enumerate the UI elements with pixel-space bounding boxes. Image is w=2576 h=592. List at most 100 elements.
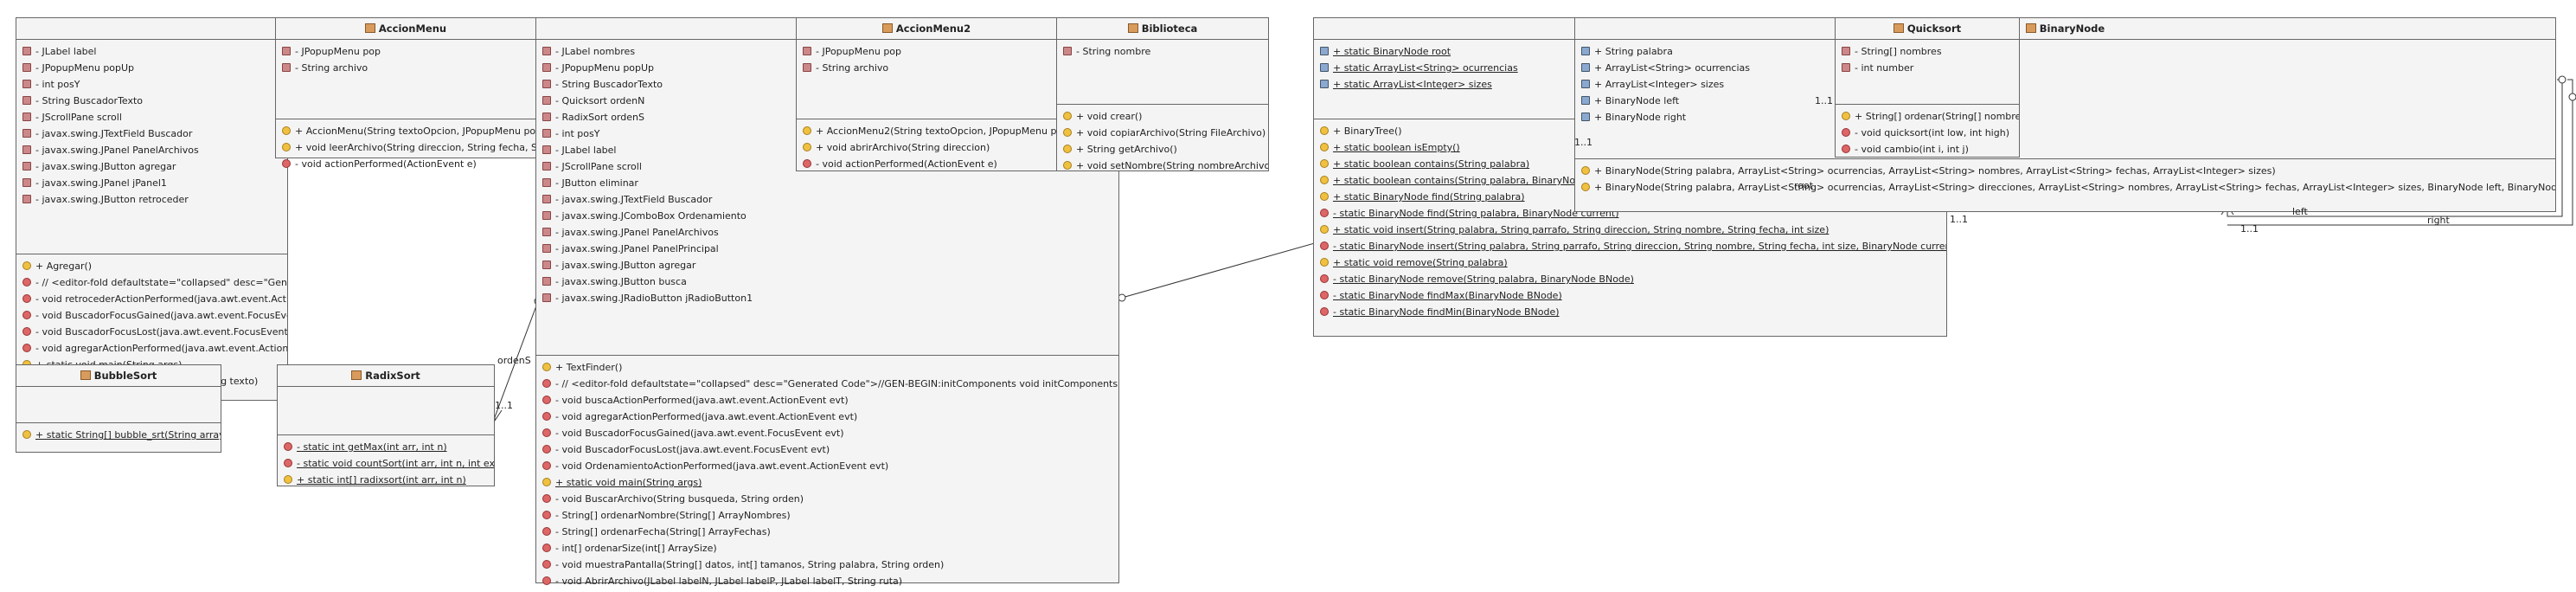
method-row: - void OrdenamientoActionPerformed(java.… bbox=[536, 458, 1118, 474]
method-text: - void agregarActionPerformed(java.awt.e… bbox=[35, 343, 287, 354]
method-icon bbox=[1842, 112, 1850, 120]
class-title: BinaryNode bbox=[2039, 23, 2105, 35]
methods-section: - static int getMax(int arr, int n)- sta… bbox=[278, 435, 494, 491]
method-text: + AccionMenu2(String textoOpcion, JPopup… bbox=[816, 125, 1056, 137]
method-text: + static int[] radixsort(int arr, int n) bbox=[297, 474, 466, 486]
fields-section: - JLabel nombres- JPopupMenu popUp- Stri… bbox=[536, 40, 1118, 356]
method-row: - void agregarActionPerformed(java.awt.e… bbox=[536, 409, 1118, 425]
class-accionmenu[interactable]: AccionMenu - JPopupMenu pop- String arch… bbox=[275, 17, 536, 170]
field-row: - String[] nombres bbox=[1836, 43, 2019, 60]
method-text: + String getArchivo() bbox=[1076, 144, 1177, 155]
class-icon bbox=[2025, 23, 2036, 33]
field-row: + String palabra bbox=[1575, 43, 2555, 60]
field-text: - javax.swing.JTextField Buscador bbox=[35, 128, 193, 139]
method-icon bbox=[542, 461, 551, 470]
method-row: - static BinaryNode findMin(BinaryNode B… bbox=[1314, 304, 1946, 320]
method-row: - String[] ordenarNombre(String[] ArrayN… bbox=[536, 507, 1118, 524]
class-icon bbox=[881, 23, 893, 33]
method-icon bbox=[542, 494, 551, 503]
method-icon bbox=[542, 379, 551, 388]
class-title: AccionMenu2 bbox=[895, 23, 971, 35]
method-text: - // <editor-fold defaultstate="collapse… bbox=[555, 378, 1118, 389]
method-row: + static void insert(String palabra, Str… bbox=[1314, 222, 1946, 238]
field-icon bbox=[22, 129, 31, 138]
class-radixsort[interactable]: RadixSort - static int getMax(int arr, i… bbox=[277, 364, 495, 486]
multiplicity-label: 1..1 bbox=[1950, 214, 1968, 225]
method-icon bbox=[1320, 291, 1329, 299]
method-row: + Agregar() bbox=[16, 258, 287, 274]
field-icon bbox=[282, 63, 291, 72]
method-icon bbox=[1320, 209, 1329, 217]
fields-section: + String palabra + ArrayList<String> ocur… bbox=[1575, 40, 2555, 159]
field-text: + ArrayList<String> ocurrencias bbox=[1594, 62, 1751, 74]
method-text: + Agregar() bbox=[35, 261, 93, 272]
methods-section: + String[] ordenar(String[] nombres)- vo… bbox=[1836, 105, 2019, 160]
field-icon bbox=[542, 211, 551, 220]
method-icon bbox=[803, 126, 811, 135]
class-biblioteca[interactable]: Biblioteca - String nombre + void crear(… bbox=[1056, 17, 1269, 171]
label-root: root bbox=[1794, 180, 1814, 191]
method-text: + static void main(String args) bbox=[555, 477, 702, 488]
method-text: + TextFinder() bbox=[555, 362, 623, 373]
method-icon bbox=[542, 527, 551, 536]
field-icon bbox=[542, 129, 551, 138]
field-row: - String archivo bbox=[276, 60, 535, 76]
method-row: + void leerArchivo(String direccion, Str… bbox=[276, 139, 535, 156]
class-accionmenu2[interactable]: AccionMenu2 - JPopupMenu pop- String arc… bbox=[796, 17, 1057, 171]
field-row: - javax.swing.JRadioButton jRadioButton1 bbox=[536, 290, 1118, 306]
fields-section: - String nombre bbox=[1057, 40, 1268, 105]
field-text: - JScrollPane scroll bbox=[35, 112, 122, 123]
class-binarynode[interactable]: BinaryNode + String palabra + ArrayList<S… bbox=[1574, 17, 2556, 212]
method-text: - // <editor-fold defaultstate="collapse… bbox=[35, 277, 287, 288]
methods-section: + void crear()+ void copiarArchivo(Strin… bbox=[1057, 105, 1268, 177]
method-row: - static void countSort(int arr, int n, … bbox=[278, 455, 494, 472]
method-icon bbox=[1063, 112, 1072, 120]
method-icon bbox=[284, 459, 292, 467]
fields-section bbox=[16, 387, 221, 423]
method-icon bbox=[542, 396, 551, 404]
method-icon bbox=[542, 576, 551, 585]
field-row: - javax.swing.JPanel PanelArchivos bbox=[16, 142, 287, 158]
field-text: + BinaryNode left bbox=[1594, 95, 1680, 106]
class-bubblesort[interactable]: BubbleSort + static String[] bubble_srt(… bbox=[16, 364, 221, 453]
method-text: - void cambio(int i, int j) bbox=[1855, 144, 1969, 155]
method-row: - void actionPerformed(ActionEvent e) bbox=[797, 156, 1056, 172]
method-text: - void BuscadorFocusGained(java.awt.even… bbox=[35, 310, 287, 321]
field-row: - javax.swing.JComboBox Ordenamiento bbox=[536, 208, 1118, 224]
method-icon bbox=[542, 544, 551, 552]
field-text: - RadixSort ordenS bbox=[555, 112, 644, 123]
method-text: - void BuscarArchivo(String busqueda, St… bbox=[555, 493, 804, 505]
method-row: + static int[] radixsort(int arr, int n) bbox=[278, 472, 494, 488]
method-text: - void actionPerformed(ActionEvent e) bbox=[295, 158, 477, 170]
field-icon bbox=[22, 162, 31, 171]
class-agregar[interactable]: - JLabel label- JPopupMenu popUp- int po… bbox=[16, 17, 288, 401]
method-row: - // <editor-fold defaultstate="collapse… bbox=[536, 376, 1118, 392]
field-text: - JButton eliminar bbox=[555, 177, 638, 189]
method-icon bbox=[1581, 166, 1590, 175]
method-icon bbox=[1320, 176, 1329, 184]
method-text: + AccionMenu(String textoOpcion, JPopupM… bbox=[295, 125, 535, 137]
field-row: - String nombre bbox=[1057, 43, 1268, 60]
field-icon bbox=[542, 162, 551, 171]
multiplicity-label: 1..1 bbox=[495, 400, 513, 411]
field-text: - javax.swing.JButton agregar bbox=[555, 260, 696, 271]
field-icon bbox=[22, 80, 31, 88]
multiplicity-label: 1..1 bbox=[2240, 223, 2259, 235]
method-text: - void quicksort(int low, int high) bbox=[1855, 127, 2009, 138]
field-icon bbox=[22, 96, 31, 105]
method-row: - void BuscadorFocusGained(java.awt.even… bbox=[536, 425, 1118, 441]
field-text: - javax.swing.JButton agregar bbox=[35, 161, 176, 172]
field-row: + static ArrayList<Integer> sizes bbox=[1314, 76, 1946, 93]
field-row: - String archivo bbox=[797, 60, 1056, 76]
field-row: + ArrayList<Integer> sizes bbox=[1575, 76, 2555, 93]
field-row: - javax.swing.JTextField Buscador bbox=[536, 191, 1118, 208]
method-icon bbox=[542, 511, 551, 519]
method-icon bbox=[1063, 145, 1072, 153]
field-row: - RadixSort ordenS bbox=[536, 109, 1118, 125]
field-row: - javax.swing.JButton agregar bbox=[16, 158, 287, 175]
method-row: - static BinaryNode remove(String palabr… bbox=[1314, 271, 1946, 287]
field-icon bbox=[1581, 47, 1590, 55]
class-quicksort[interactable]: Quicksort - String[] nombres- int number… bbox=[1835, 17, 2020, 158]
field-text: - String BuscadorTexto bbox=[555, 79, 663, 90]
method-icon bbox=[1320, 159, 1329, 168]
